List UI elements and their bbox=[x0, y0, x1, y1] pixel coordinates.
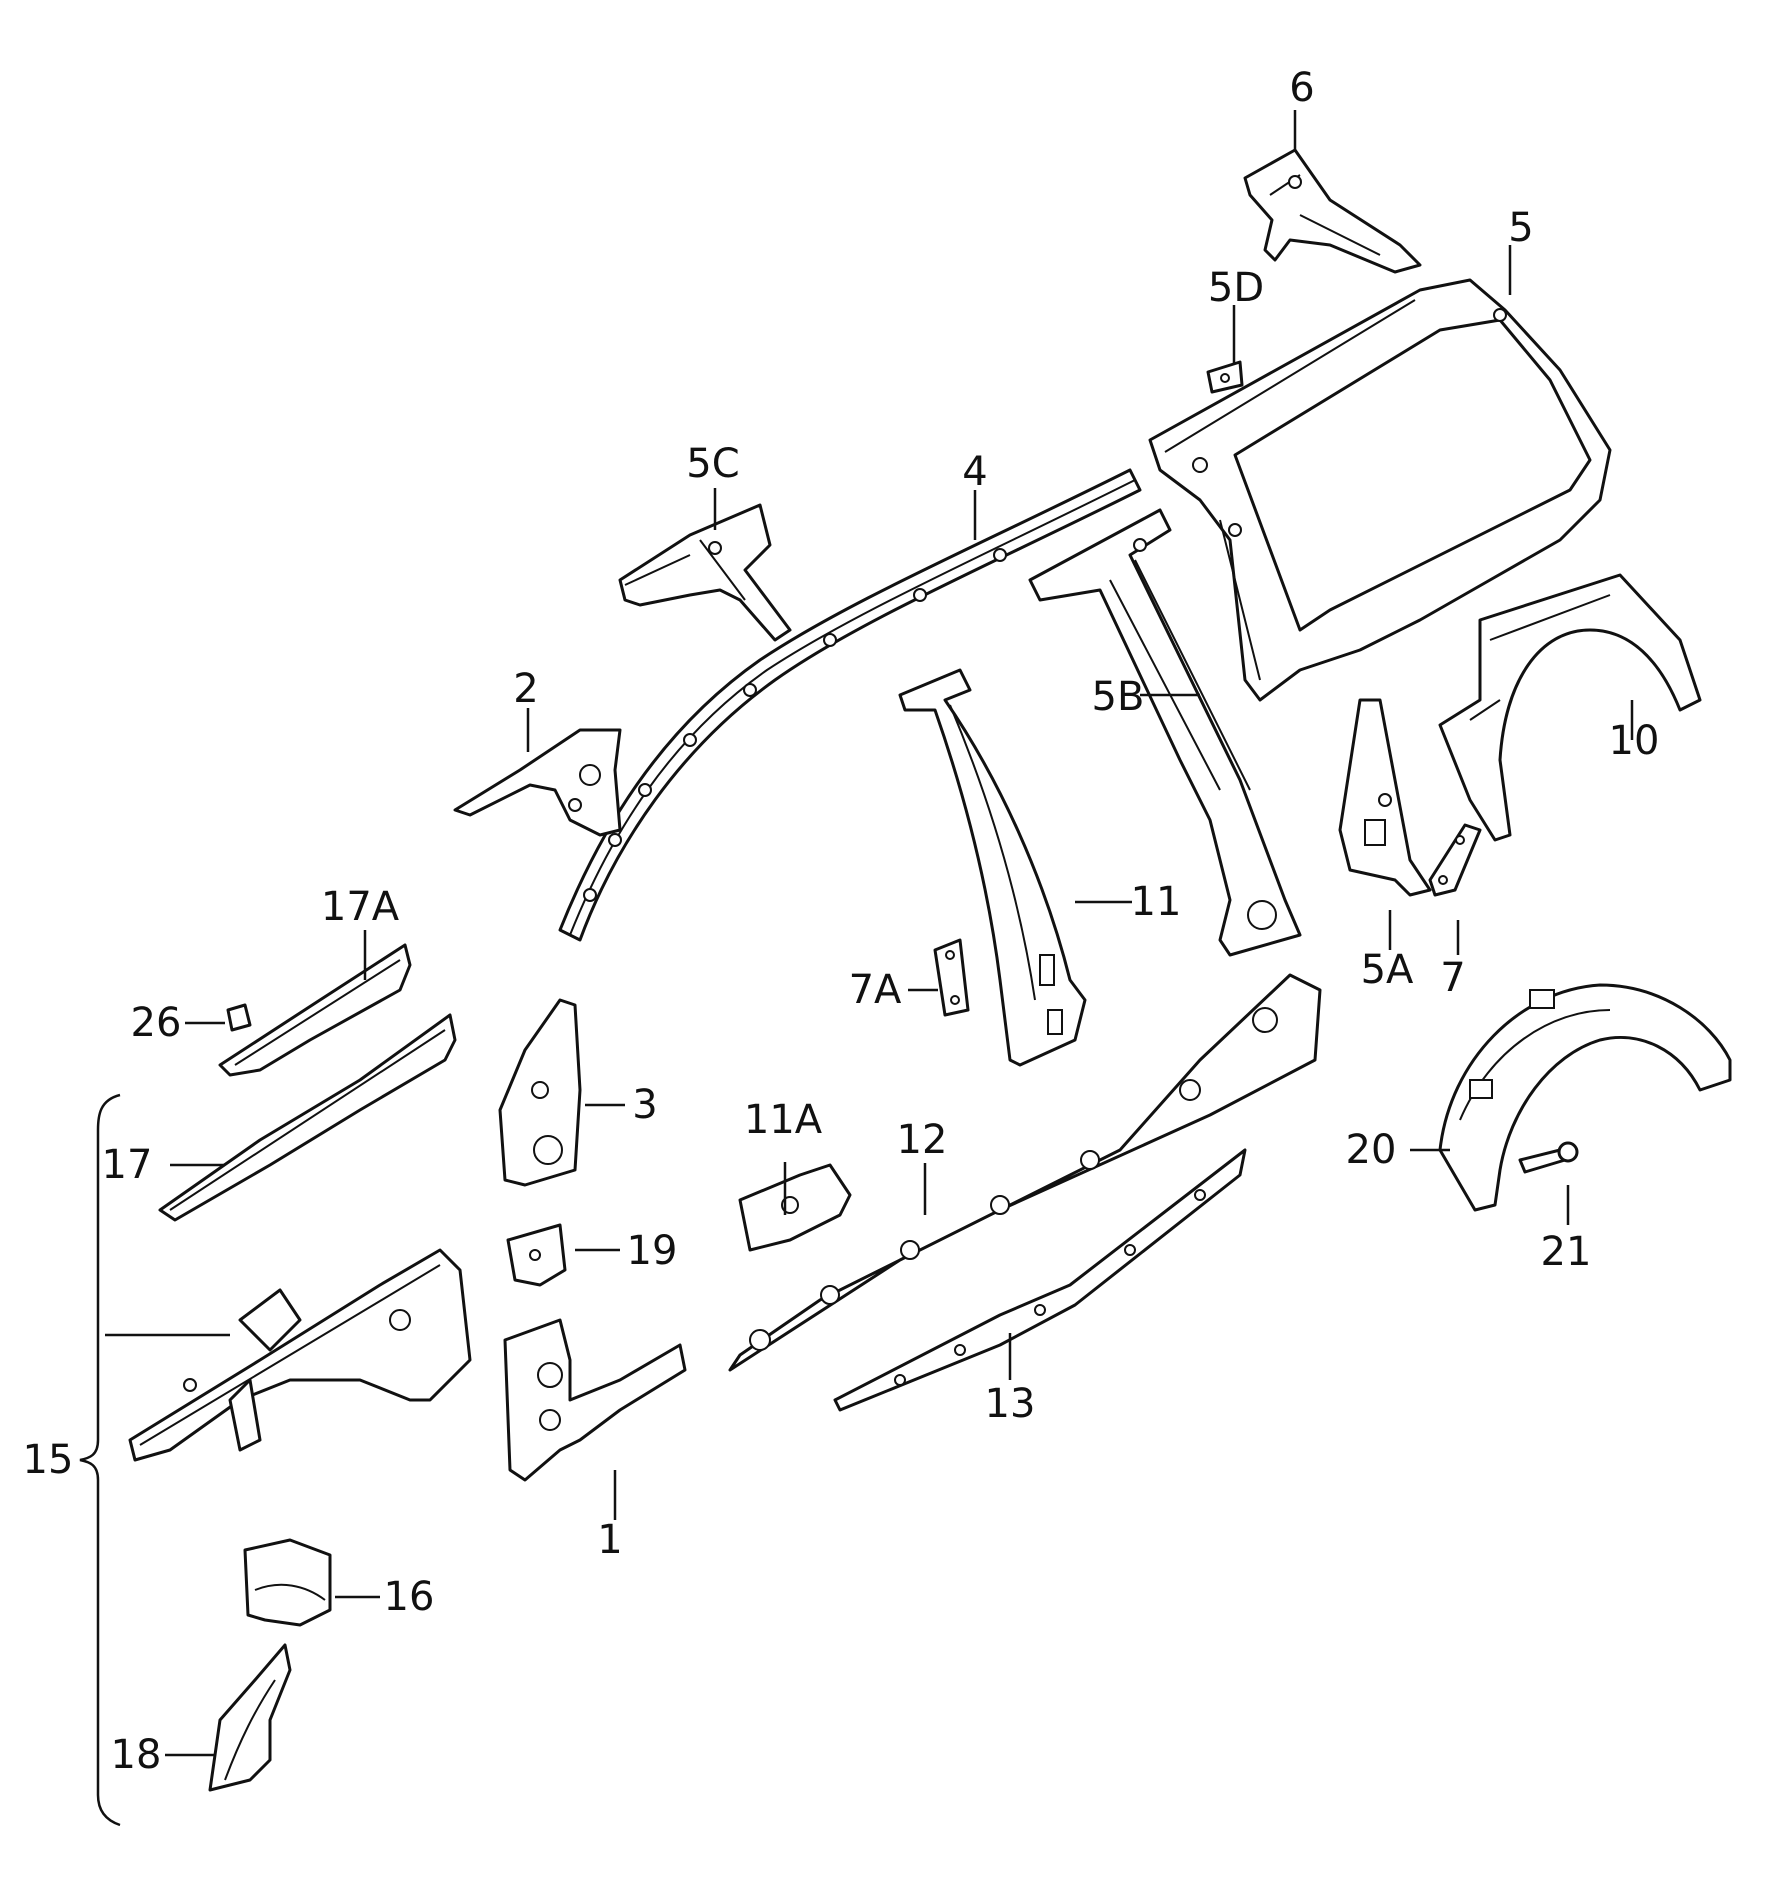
callout-20: 20 bbox=[1345, 1127, 1397, 1173]
part-17 bbox=[158, 1013, 457, 1222]
callout-13: 13 bbox=[984, 1381, 1036, 1427]
callout-10: 10 bbox=[1608, 718, 1660, 764]
callout-5: 5 bbox=[1508, 205, 1534, 251]
part-11a bbox=[738, 1163, 852, 1252]
part-6 bbox=[1243, 148, 1422, 274]
part-7a bbox=[933, 938, 970, 1017]
callout-2: 2 bbox=[513, 666, 539, 712]
callout-21: 21 bbox=[1540, 1229, 1592, 1275]
part-15 bbox=[128, 1248, 472, 1462]
part-1 bbox=[503, 1318, 687, 1482]
callout-17: 17 bbox=[101, 1142, 153, 1188]
callout-12: 12 bbox=[896, 1117, 948, 1163]
callout-16: 16 bbox=[383, 1574, 435, 1620]
callout-17a: 17A bbox=[320, 884, 400, 930]
callout-26: 26 bbox=[130, 1000, 182, 1046]
part-21 bbox=[1518, 1141, 1579, 1174]
part-7 bbox=[1428, 823, 1482, 897]
callout-5c: 5C bbox=[686, 441, 740, 487]
part-13 bbox=[833, 1148, 1247, 1412]
part-19 bbox=[506, 1223, 567, 1287]
callout-7a: 7A bbox=[848, 967, 902, 1013]
leader-lines bbox=[79, 110, 1634, 1827]
callout-5b: 5B bbox=[1091, 674, 1145, 720]
part-5a bbox=[1338, 698, 1432, 897]
part-5 bbox=[1148, 278, 1612, 702]
part-5c bbox=[618, 503, 792, 642]
part-4 bbox=[558, 468, 1142, 942]
part-20 bbox=[1438, 983, 1732, 1212]
part-26 bbox=[226, 1003, 252, 1032]
callout-11a: 11A bbox=[743, 1097, 823, 1143]
part-17a bbox=[218, 943, 412, 1077]
part-11 bbox=[898, 668, 1087, 1067]
callout-5d: 5D bbox=[1207, 265, 1265, 311]
part-2 bbox=[453, 728, 622, 837]
callout-6: 6 bbox=[1289, 65, 1315, 111]
callout-19: 19 bbox=[626, 1228, 678, 1274]
part-12 bbox=[728, 973, 1322, 1372]
callout-18: 18 bbox=[110, 1732, 162, 1778]
part-16 bbox=[243, 1538, 332, 1627]
part-3 bbox=[498, 998, 582, 1187]
callout-3: 3 bbox=[632, 1082, 658, 1128]
callout-11: 11 bbox=[1130, 879, 1182, 925]
callout-4: 4 bbox=[962, 449, 988, 495]
callout-7: 7 bbox=[1440, 955, 1466, 1001]
part-18 bbox=[208, 1643, 292, 1792]
callout-5a: 5A bbox=[1360, 947, 1414, 993]
callout-15: 15 bbox=[22, 1437, 74, 1483]
part-5b bbox=[1028, 508, 1302, 957]
callout-1: 1 bbox=[597, 1517, 623, 1563]
part-5d bbox=[1206, 360, 1244, 394]
part-10 bbox=[1438, 573, 1702, 842]
